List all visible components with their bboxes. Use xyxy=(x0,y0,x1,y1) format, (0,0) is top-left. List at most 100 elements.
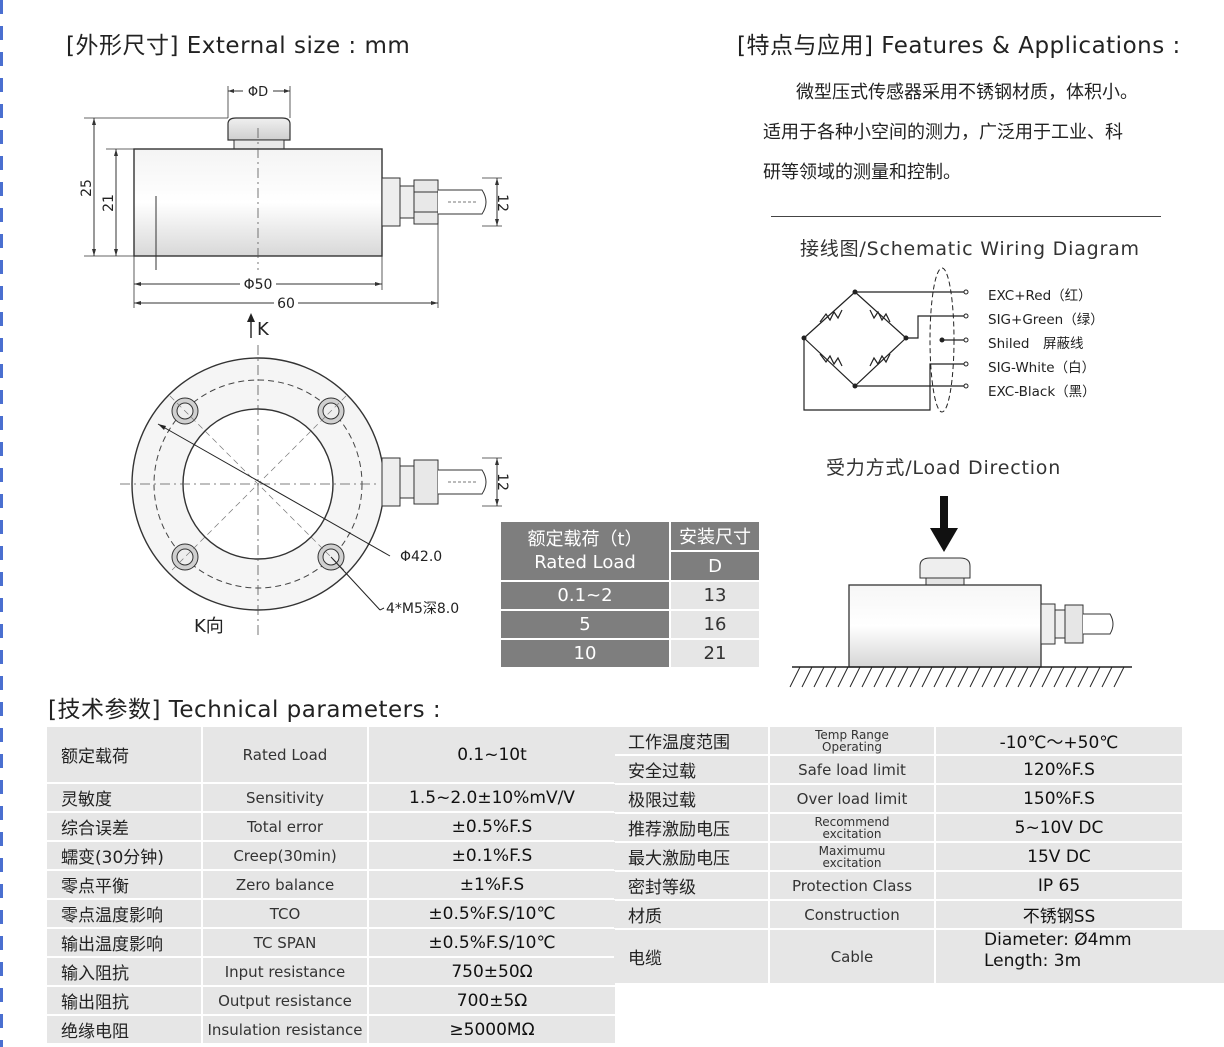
param-name-cn: 灵敏度 xyxy=(47,784,201,811)
wiring-title: 接线图/Schematic Wiring Diagram xyxy=(800,238,1140,260)
param-name-cn: 零点平衡 xyxy=(47,871,201,898)
param-name-cn: 最大激励电压 xyxy=(614,843,768,870)
param-name-cn: 输出温度影响 xyxy=(47,929,201,956)
param-name-cn: 零点温度影响 xyxy=(47,900,201,927)
param-value: ±0.5%F.S/10℃ xyxy=(369,900,615,927)
param-value-line: Length: 3m xyxy=(984,951,1082,971)
d-cell: 21 xyxy=(671,640,759,667)
dim-12-label: 12 xyxy=(494,194,510,212)
param-value: 不锈钢SS xyxy=(936,901,1182,928)
tech-title: [技术参数] Technical parameters : xyxy=(48,697,442,723)
param-name-en-line: Operating xyxy=(822,739,882,754)
param-name-cn: 综合误差 xyxy=(47,813,201,840)
rated-load-header: 额定载荷（t） Rated Load xyxy=(501,522,669,580)
param-value: ±0.5%F.S xyxy=(369,813,615,840)
param-name-cn: 工作温度范围 xyxy=(614,727,768,754)
param-value: 5~10V DC xyxy=(936,814,1182,841)
param-value: ±0.1%F.S xyxy=(369,842,615,869)
wire-exc-minus-label: EXC-Black（黑） xyxy=(988,384,1096,400)
param-name-cn: 额定载荷 xyxy=(47,727,201,782)
wire-exc-plus-label: EXC+Red（红） xyxy=(988,288,1092,304)
param-name-en: Construction xyxy=(770,901,934,928)
param-name-en: Rated Load xyxy=(203,727,367,782)
param-name-en: Safe load limit xyxy=(770,756,934,783)
cable-connector xyxy=(381,177,487,227)
param-value: ≥5000MΩ xyxy=(369,1016,615,1043)
rated-load-cell: 5 xyxy=(501,611,669,638)
wiring-diagram xyxy=(801,267,969,413)
k-view-label: K向 xyxy=(194,616,224,635)
param-name-en: Protection Class xyxy=(770,872,934,899)
param-name-en-line: Maximumu xyxy=(818,843,886,858)
rated-load-table: 额定载荷（t） Rated Load 安装尺寸 D 0.1~2 13 5 16 … xyxy=(499,520,761,669)
param-name-en: Zero balance xyxy=(203,871,367,898)
param-value: ±0.5%F.S/10℃ xyxy=(369,929,615,956)
param-name-en: Cable xyxy=(770,930,934,983)
top-cap xyxy=(227,117,291,150)
load-direction-drawing xyxy=(789,496,1132,688)
param-name-cn: 绝缘电阻 xyxy=(47,1016,201,1043)
wire-sig-plus-label: SIG+Green（绿） xyxy=(988,312,1104,328)
dim-21-label: 21 xyxy=(101,194,117,212)
param-name-en-line: excitation xyxy=(822,826,882,841)
param-name-en-line: Recommend xyxy=(814,814,890,829)
param-value: 120%F.S xyxy=(936,756,1182,783)
param-name-en: Insulation resistance xyxy=(203,1016,367,1043)
param-name-en: Sensitivity xyxy=(203,784,367,811)
param-name-cn: 安全过载 xyxy=(614,756,768,783)
phi-50-label: Φ50 xyxy=(244,277,273,293)
features-line-1: 微型压式传感器采用不锈钢材质，体积小。 xyxy=(796,82,1138,103)
param-name-cn: 蠕变(30分钟) xyxy=(47,842,201,869)
k-view-drawing xyxy=(120,345,502,635)
param-name-cn: 推荐激励电压 xyxy=(614,814,768,841)
holes-label: 4*M5深8.0 xyxy=(386,601,459,617)
param-name-cn: 材质 xyxy=(614,901,768,928)
param-value-line: Diameter: Ø4mm xyxy=(984,930,1132,950)
dim-60-label: 60 xyxy=(277,296,295,312)
d-cell: 13 xyxy=(671,582,759,609)
param-name-en: Output resistance xyxy=(203,987,367,1014)
param-value: -10℃～+50℃ xyxy=(936,727,1182,754)
phi-42-label: Φ42.0 xyxy=(400,549,442,565)
param-name-en: TC SPAN xyxy=(203,929,367,956)
features-title: [特点与应用] Features & Applications : xyxy=(737,33,1181,59)
d-header: D xyxy=(671,552,759,580)
param-name-cn: 密封等级 xyxy=(614,872,768,899)
param-value: ±1%F.S xyxy=(369,871,615,898)
tech-row: 蠕变(30分钟)Creep(30min)±0.1%F.S xyxy=(47,842,615,869)
features-line-2: 适用于各种小空间的测力，广泛用于工业、科 xyxy=(763,122,1123,143)
dim-25-label: 25 xyxy=(79,179,95,197)
param-value: 15V DC xyxy=(936,843,1182,870)
wire-sig-minus-label: SIG-White（白） xyxy=(988,360,1096,376)
external-size-title: [外形尺寸] External size : mm xyxy=(66,33,411,59)
d-cell: 16 xyxy=(671,611,759,638)
load-direction-title: 受力方式/Load Direction xyxy=(826,457,1062,479)
phi-d-label: ΦD xyxy=(248,85,268,100)
param-name-cn: 电缆 xyxy=(614,930,768,983)
install-size-header: 安装尺寸 xyxy=(671,522,759,550)
param-name-en-line: Temp Range xyxy=(815,727,889,742)
param-name-cn: 输出阻抗 xyxy=(47,987,201,1014)
param-value: 0.1~10t xyxy=(369,727,615,782)
param-name-en: Over load limit xyxy=(770,785,934,812)
param-name-en-line: excitation xyxy=(822,855,882,870)
param-name-en: Input resistance xyxy=(203,958,367,985)
wire-shield-label: Shiled 屏蔽线 xyxy=(988,336,1084,352)
